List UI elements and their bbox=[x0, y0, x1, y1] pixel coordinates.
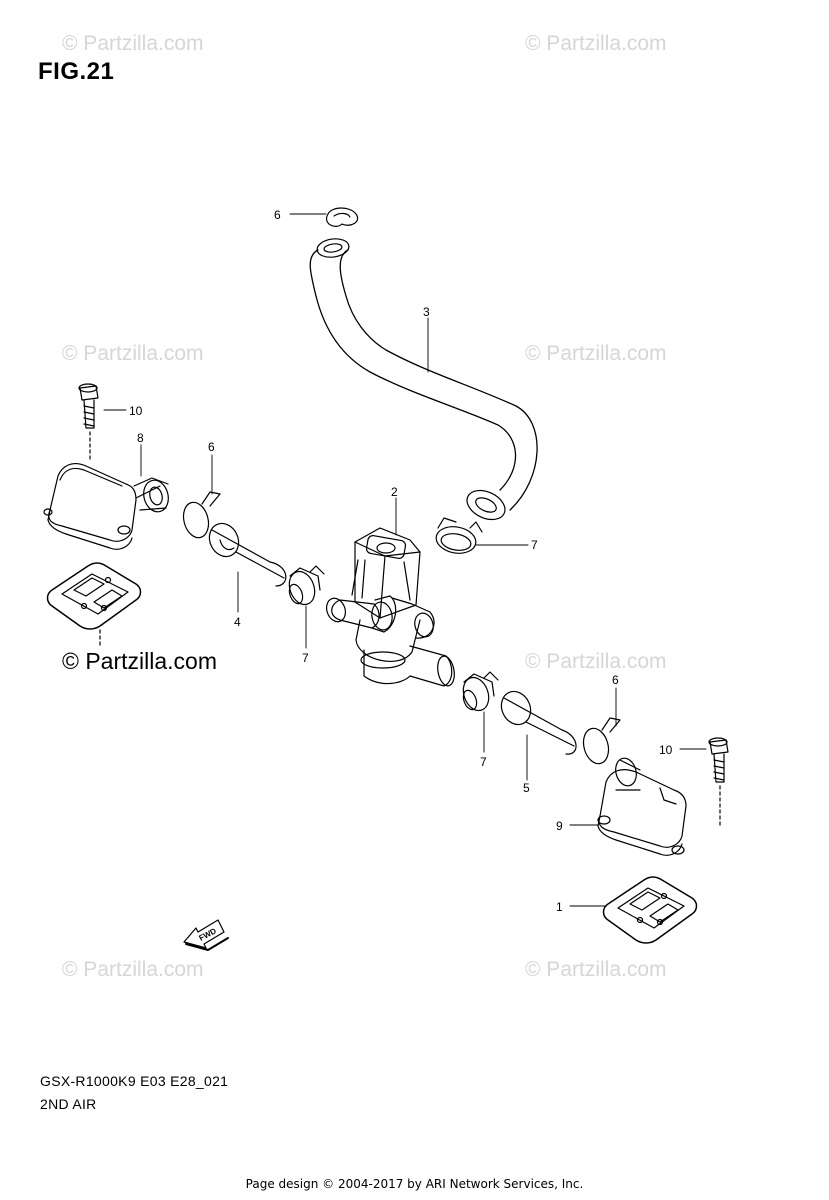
cover-9 bbox=[597, 757, 687, 856]
bolt-10-left bbox=[78, 383, 99, 461]
fwd-arrow-icon: FWD bbox=[183, 919, 229, 951]
cover-8 bbox=[43, 463, 169, 550]
hose-5 bbox=[500, 690, 577, 755]
clip-6-top bbox=[326, 207, 359, 227]
leader-lines bbox=[103, 213, 707, 907]
callout-numbers: 6 3 2 10 8 6 4 7 7 7 5 6 10 9 1 bbox=[129, 208, 673, 914]
gasket-1-right bbox=[602, 876, 698, 944]
page-footer: Page design © 2004-2017 by ARI Network S… bbox=[245, 1177, 584, 1191]
diagram-name: 2ND AIR bbox=[40, 1096, 97, 1112]
model-code: GSX-R1000K9 E03 E28_021 bbox=[40, 1073, 229, 1089]
watermark-text: © Partzilla.com bbox=[62, 958, 204, 981]
clamp-7 bbox=[435, 517, 483, 554]
clamp-7 bbox=[462, 671, 499, 712]
callout-10: 10 bbox=[129, 404, 143, 418]
callout-6: 6 bbox=[612, 673, 619, 687]
callout-6: 6 bbox=[208, 440, 215, 454]
clip-6-right bbox=[582, 717, 621, 765]
hose-3 bbox=[309, 238, 538, 521]
callout-7: 7 bbox=[302, 651, 309, 665]
callout-3: 3 bbox=[423, 305, 430, 319]
watermark-text: © Partzilla.com bbox=[62, 32, 204, 55]
clip-6-left bbox=[182, 491, 221, 539]
fig-title: FIG.21 bbox=[38, 58, 115, 85]
callout-2: 2 bbox=[391, 485, 398, 499]
watermark-logo-text: © Partzilla.com bbox=[62, 648, 217, 674]
callout-7: 7 bbox=[480, 755, 487, 769]
callout-5: 5 bbox=[523, 781, 530, 795]
watermark-text: © Partzilla.com bbox=[525, 650, 667, 673]
watermark-text: © Partzilla.com bbox=[525, 342, 667, 365]
callout-4: 4 bbox=[234, 615, 241, 629]
watermark-text: © Partzilla.com bbox=[525, 32, 667, 55]
watermark-text: © Partzilla.com bbox=[62, 342, 204, 365]
valve-2 bbox=[325, 527, 455, 687]
callout-7: 7 bbox=[531, 538, 538, 552]
watermark-text: © Partzilla.com bbox=[525, 958, 667, 981]
callout-1: 1 bbox=[556, 900, 563, 914]
gasket-1-left bbox=[46, 562, 142, 649]
clamp-7 bbox=[288, 565, 325, 606]
callout-9: 9 bbox=[556, 819, 563, 833]
callout-8: 8 bbox=[137, 431, 144, 445]
hose-4 bbox=[208, 522, 287, 587]
callout-10: 10 bbox=[659, 743, 673, 757]
callout-6: 6 bbox=[274, 208, 281, 222]
bolt-10-right bbox=[708, 737, 729, 829]
